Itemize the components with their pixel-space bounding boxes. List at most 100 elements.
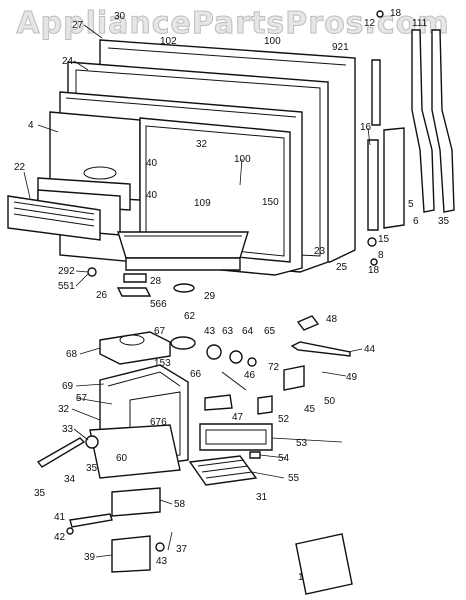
part-54 bbox=[249, 451, 261, 459]
label-65: 65 bbox=[264, 326, 276, 337]
clip-41 bbox=[69, 513, 113, 528]
label-43b: 43 bbox=[156, 556, 168, 567]
label-150: 150 bbox=[262, 197, 279, 208]
label-27: 27 bbox=[72, 20, 84, 31]
label-37: 37 bbox=[176, 544, 188, 555]
label-676: 676 bbox=[150, 417, 167, 428]
label-32a: 32 bbox=[196, 139, 208, 150]
grommet-29 bbox=[173, 283, 195, 293]
label-54: 54 bbox=[278, 453, 290, 464]
screw-18-bottom bbox=[370, 258, 378, 266]
label-35b: 35 bbox=[86, 463, 98, 474]
bracket-58 bbox=[111, 487, 161, 517]
label-32b: 32 bbox=[58, 404, 70, 415]
label-24: 24 bbox=[62, 56, 74, 67]
housing-68 bbox=[99, 331, 171, 365]
label-153: 153 bbox=[154, 358, 171, 369]
label-40b: 40 bbox=[146, 190, 158, 201]
label-45: 45 bbox=[304, 404, 316, 415]
screw-18-top bbox=[376, 10, 384, 18]
screw-551 bbox=[87, 267, 97, 277]
label-292: 292 bbox=[58, 266, 75, 277]
label-35a: 35 bbox=[438, 216, 450, 227]
grille-31 bbox=[188, 455, 258, 486]
label-109: 109 bbox=[194, 198, 211, 209]
part-39 bbox=[111, 535, 151, 573]
manual-1 bbox=[295, 533, 353, 595]
label-72: 72 bbox=[268, 362, 280, 373]
label-50: 50 bbox=[324, 396, 336, 407]
shroud-60 bbox=[89, 424, 181, 479]
label-35c: 35 bbox=[34, 488, 46, 499]
label-44: 44 bbox=[364, 344, 376, 355]
label-100b: 100 bbox=[234, 154, 251, 165]
label-39: 39 bbox=[84, 552, 96, 563]
label-52: 52 bbox=[278, 414, 290, 425]
callout-labels: 1 4 5 6 8 12 15 16 18 18 22 23 24 25 26 … bbox=[14, 8, 450, 583]
label-566: 566 bbox=[150, 299, 167, 310]
label-46: 46 bbox=[244, 370, 256, 381]
label-25: 25 bbox=[336, 262, 348, 273]
hinge-bars bbox=[367, 29, 455, 231]
label-102: 102 bbox=[160, 36, 177, 47]
label-26: 26 bbox=[96, 290, 108, 301]
label-1: 1 bbox=[298, 572, 304, 583]
label-42: 42 bbox=[54, 532, 66, 543]
part-62 bbox=[170, 336, 196, 350]
label-12: 12 bbox=[364, 18, 376, 29]
label-64: 64 bbox=[242, 326, 254, 337]
screw-42 bbox=[66, 527, 74, 535]
label-18a: 18 bbox=[390, 8, 402, 19]
label-111: 111 bbox=[412, 18, 428, 29]
wire-37 bbox=[167, 531, 173, 551]
label-66: 66 bbox=[190, 369, 202, 380]
label-55: 55 bbox=[288, 473, 300, 484]
label-34: 34 bbox=[64, 474, 76, 485]
bracket-26 bbox=[116, 287, 152, 297]
label-551: 551 bbox=[58, 281, 75, 292]
leader-lines bbox=[23, 24, 371, 558]
screw-43 bbox=[155, 542, 165, 552]
label-5: 5 bbox=[408, 199, 414, 210]
gasket-53 bbox=[199, 423, 273, 451]
label-15: 15 bbox=[378, 234, 390, 245]
label-30: 30 bbox=[114, 11, 126, 22]
label-8: 8 bbox=[378, 250, 384, 261]
watermark: AppliancePartsPros.com bbox=[16, 6, 450, 42]
label-18b: 18 bbox=[368, 265, 380, 276]
label-28: 28 bbox=[150, 276, 162, 287]
part-28 bbox=[123, 273, 147, 283]
label-68: 68 bbox=[66, 349, 78, 360]
fan-components bbox=[204, 315, 351, 415]
label-57: 57 bbox=[76, 393, 88, 404]
label-31: 31 bbox=[256, 492, 268, 503]
label-40a: 40 bbox=[146, 158, 158, 169]
part-33 bbox=[85, 435, 99, 449]
label-29: 29 bbox=[204, 291, 216, 302]
label-4: 4 bbox=[28, 120, 34, 131]
label-62: 62 bbox=[184, 311, 196, 322]
label-16: 16 bbox=[360, 122, 372, 133]
label-58: 58 bbox=[174, 499, 186, 510]
label-33: 33 bbox=[62, 424, 74, 435]
label-43a: 43 bbox=[204, 326, 216, 337]
label-49: 49 bbox=[346, 372, 358, 383]
louver-22 bbox=[7, 195, 101, 241]
label-6: 6 bbox=[413, 216, 419, 227]
label-23: 23 bbox=[314, 246, 326, 257]
label-60: 60 bbox=[116, 453, 128, 464]
label-48: 48 bbox=[326, 314, 338, 325]
label-69: 69 bbox=[62, 381, 74, 392]
label-67: 67 bbox=[154, 326, 166, 337]
crisper-pan-109 bbox=[117, 231, 249, 271]
screw-8 bbox=[367, 237, 377, 247]
label-100a: 100 bbox=[264, 36, 281, 47]
label-41: 41 bbox=[54, 512, 66, 523]
control-knob-assembly bbox=[206, 344, 257, 367]
label-53: 53 bbox=[296, 438, 308, 449]
label-63: 63 bbox=[222, 326, 234, 337]
label-921: 921 bbox=[332, 42, 349, 53]
rod-35-34 bbox=[36, 437, 86, 468]
label-22: 22 bbox=[14, 162, 26, 173]
